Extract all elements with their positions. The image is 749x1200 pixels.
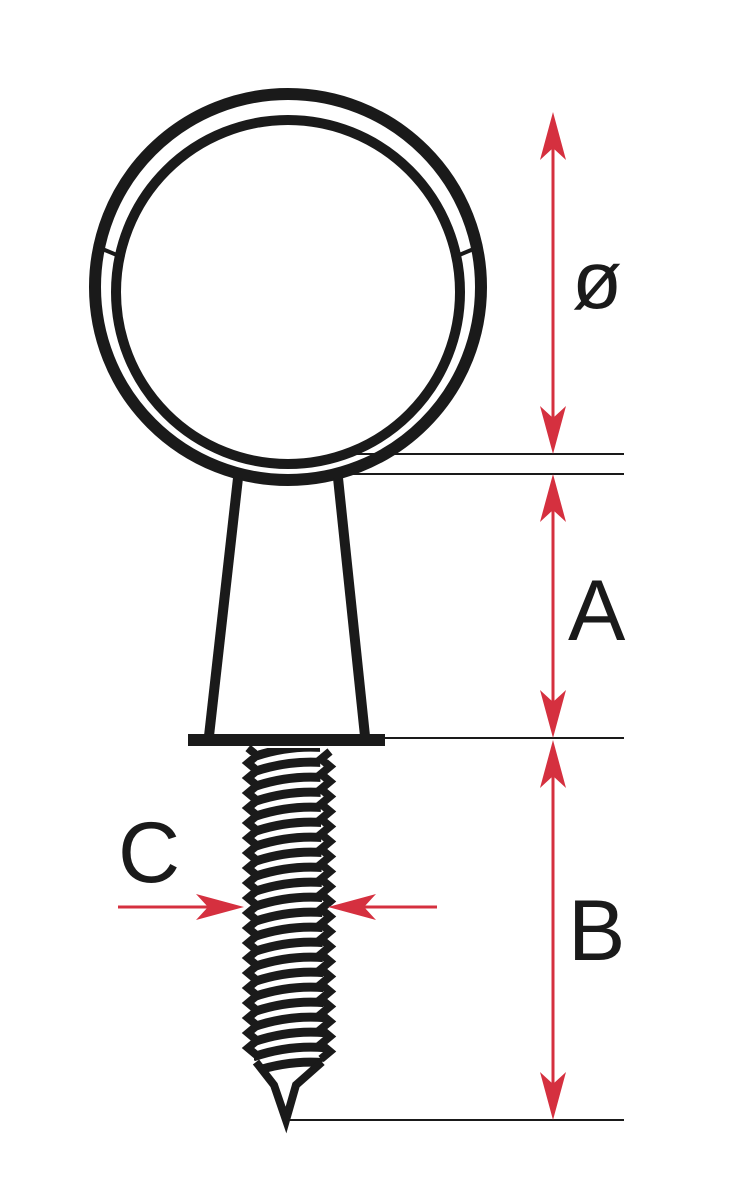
eye-ring (89, 88, 487, 486)
dimension-c (118, 894, 437, 920)
collar (188, 734, 385, 746)
label-a: A (568, 563, 626, 659)
dimension-b (540, 740, 566, 1120)
dimension-diameter (540, 112, 566, 454)
ring-outer (89, 88, 487, 486)
extension-lines (290, 453, 624, 1121)
screw-thread (241, 744, 337, 1134)
ring-inner (111, 115, 465, 469)
label-c: C (118, 805, 180, 901)
thread-right-edge (314, 748, 337, 1063)
label-diameter: ø (572, 235, 622, 326)
shank (204, 477, 370, 737)
ring-gap-left (99, 246, 125, 260)
dimension-a (540, 474, 566, 738)
screw-tip (252, 1059, 325, 1134)
ring-gap-right (451, 246, 477, 260)
thread-left-edge (241, 744, 264, 1059)
label-b: B (568, 883, 625, 979)
